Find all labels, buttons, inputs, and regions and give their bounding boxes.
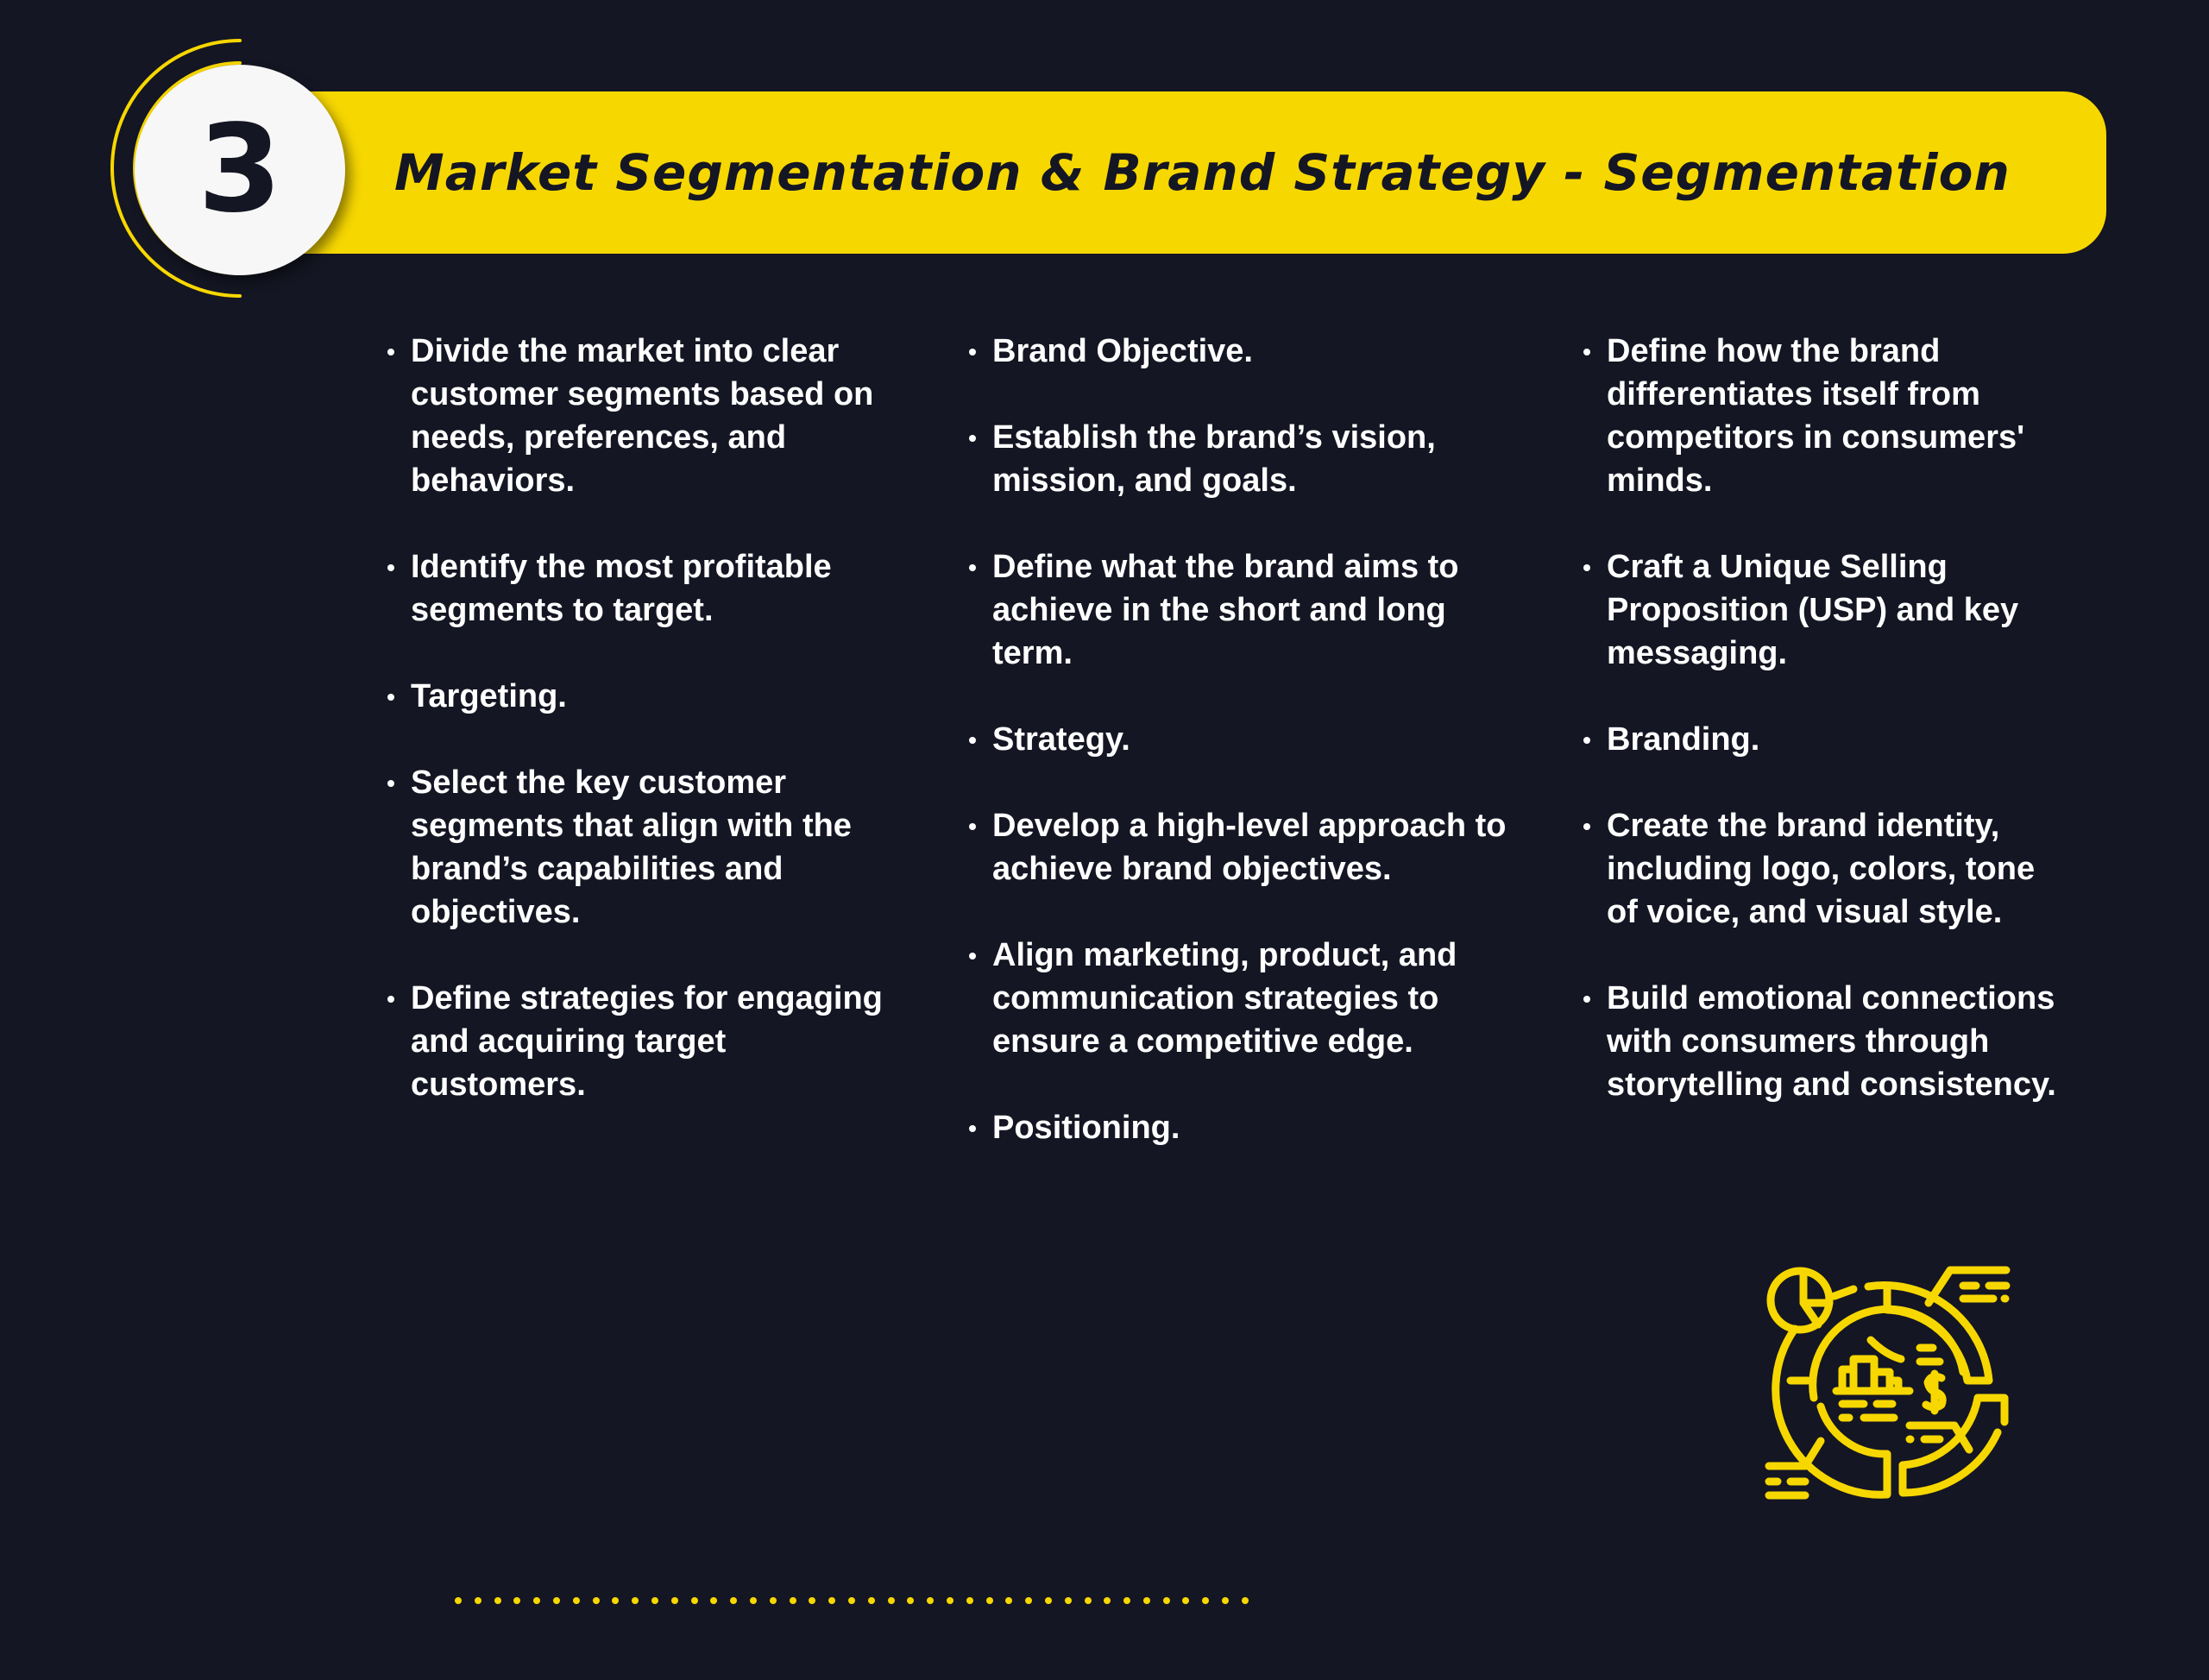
divider-dot xyxy=(749,1597,757,1604)
divider-dot xyxy=(867,1597,875,1604)
bullet-item: Strategy. xyxy=(969,718,1521,761)
dotted-divider xyxy=(455,1597,1249,1604)
bullet-item: Select the key customer segments that al… xyxy=(387,761,905,934)
divider-dot xyxy=(552,1597,560,1604)
bullet-item: Identify the most profitable segments to… xyxy=(387,545,905,632)
divider-dot xyxy=(670,1597,678,1604)
bullet-item: Divide the market into clear customer se… xyxy=(387,330,905,502)
bullet-item: Define what the brand aims to achieve in… xyxy=(969,545,1521,675)
divider-dot xyxy=(1025,1597,1033,1604)
bullet-item: Branding. xyxy=(1583,718,2067,761)
divider-dot xyxy=(887,1597,895,1604)
divider-dot xyxy=(1241,1597,1249,1604)
section-number-badge: 3 xyxy=(135,65,345,275)
divider-dot xyxy=(907,1597,915,1604)
bullet-item: Brand Objective. xyxy=(969,330,1521,373)
divider-dot xyxy=(730,1597,738,1604)
divider-dot xyxy=(1104,1597,1111,1604)
divider-dot xyxy=(828,1597,836,1604)
divider-dot xyxy=(632,1597,639,1604)
bullet-item: Build emotional connections with consume… xyxy=(1583,977,2067,1106)
divider-dot xyxy=(710,1597,718,1604)
divider-dot xyxy=(1202,1597,1210,1604)
bullet-item: Craft a Unique Selling Proposition (USP)… xyxy=(1583,545,2067,675)
bullet-item: Targeting. xyxy=(387,675,905,718)
bullet-item: Define how the brand differentiates itse… xyxy=(1583,330,2067,502)
divider-dot xyxy=(592,1597,600,1604)
divider-dot xyxy=(455,1597,462,1604)
bullet-item: Develop a high-level approach to achieve… xyxy=(969,804,1521,890)
divider-dot xyxy=(789,1597,796,1604)
divider-dot xyxy=(494,1597,501,1604)
divider-dot xyxy=(513,1597,521,1604)
divider-dot xyxy=(985,1597,993,1604)
divider-dot xyxy=(1222,1597,1230,1604)
divider-dot xyxy=(1064,1597,1072,1604)
divider-dot xyxy=(474,1597,481,1604)
column-objective-strategy: Brand Objective. Establish the brand’s vi… xyxy=(969,330,1521,1192)
page-title: Market Segmentation & Brand Strategy - S… xyxy=(394,143,2011,202)
title-banner xyxy=(289,91,2106,254)
bullet-item: Align marketing, product, and communicat… xyxy=(969,934,1521,1063)
bullet-item: Define strategies for engaging and acqui… xyxy=(387,977,905,1106)
divider-dot xyxy=(927,1597,935,1604)
divider-dot xyxy=(572,1597,580,1604)
divider-dot xyxy=(1084,1597,1092,1604)
divider-dot xyxy=(1123,1597,1131,1604)
divider-dot xyxy=(612,1597,620,1604)
divider-dot xyxy=(1142,1597,1150,1604)
section-number: 3 xyxy=(198,99,282,240)
divider-dot xyxy=(769,1597,777,1604)
divider-dot xyxy=(1005,1597,1013,1604)
divider-dot xyxy=(946,1597,953,1604)
bullet-item: Positioning. xyxy=(969,1106,1521,1149)
column-segmentation: Divide the market into clear customer se… xyxy=(387,330,905,1149)
divider-dot xyxy=(533,1597,541,1604)
divider-dot xyxy=(1182,1597,1190,1604)
divider-dot xyxy=(809,1597,816,1604)
column-positioning-branding: Define how the brand differentiates itse… xyxy=(1583,330,2067,1149)
divider-dot xyxy=(966,1597,973,1604)
divider-dot xyxy=(847,1597,855,1604)
bullet-item: Create the brand identity, including log… xyxy=(1583,804,2067,934)
divider-dot xyxy=(1162,1597,1170,1604)
divider-dot xyxy=(1044,1597,1052,1604)
bullet-item: Establish the brand’s vision, mission, a… xyxy=(969,416,1521,502)
market-analysis-icon xyxy=(1765,1266,2011,1500)
divider-dot xyxy=(690,1597,698,1604)
divider-dot xyxy=(651,1597,658,1604)
